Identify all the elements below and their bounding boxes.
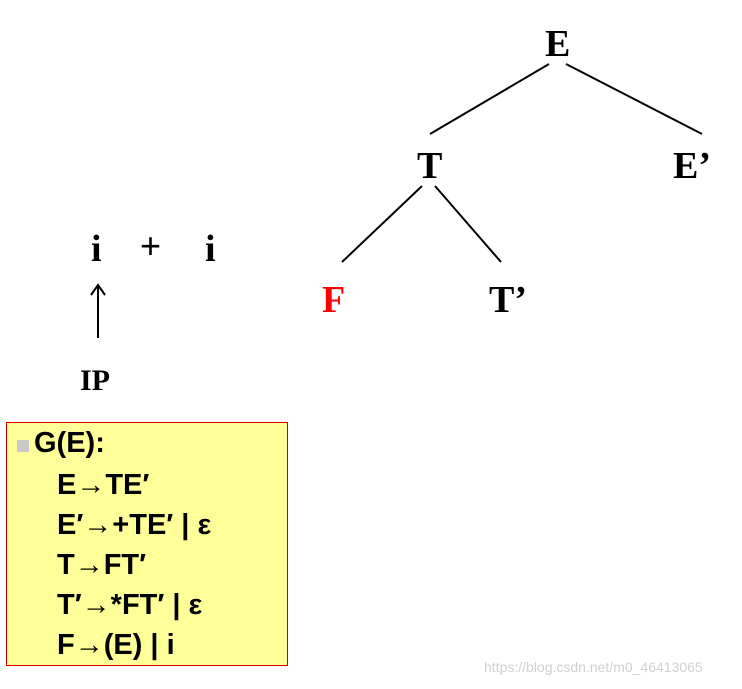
edge-T-Tprime xyxy=(434,185,502,263)
grammar-rule: T→FT′ xyxy=(57,549,147,581)
input-token-3: i xyxy=(205,228,216,270)
edge-T-F xyxy=(341,185,423,263)
grammar-rule: F→(E) | i xyxy=(57,629,175,661)
grammar-title-row: G(E): xyxy=(17,429,105,458)
watermark: https://blog.csdn.net/m0_46413065 xyxy=(484,659,703,675)
tree-node-E: E xyxy=(545,23,571,65)
tree-node-E-prime: E’ xyxy=(673,145,711,187)
edge-E-Eprime xyxy=(565,63,703,135)
square-bullet-icon xyxy=(17,439,29,452)
tree-node-T-prime: T’ xyxy=(489,279,527,321)
tree-node-F-current: F xyxy=(322,279,346,321)
input-pointer-label: IP xyxy=(80,364,110,397)
grammar-box: G(E): E→TE′ E′→+TE′ | ε T→FT′ T′→*FT′ | … xyxy=(6,422,288,666)
input-token-1: i xyxy=(91,228,102,270)
grammar-rule: T′→*FT′ | ε xyxy=(57,589,203,621)
edge-E-T xyxy=(429,63,550,135)
tree-node-T: T xyxy=(417,145,443,187)
grammar-rule: E′→+TE′ | ε xyxy=(57,509,212,541)
up-arrow-icon xyxy=(90,283,106,338)
grammar-rule: E→TE′ xyxy=(57,469,150,501)
grammar-title: G(E): xyxy=(34,427,105,459)
input-token-2: + xyxy=(140,225,162,266)
